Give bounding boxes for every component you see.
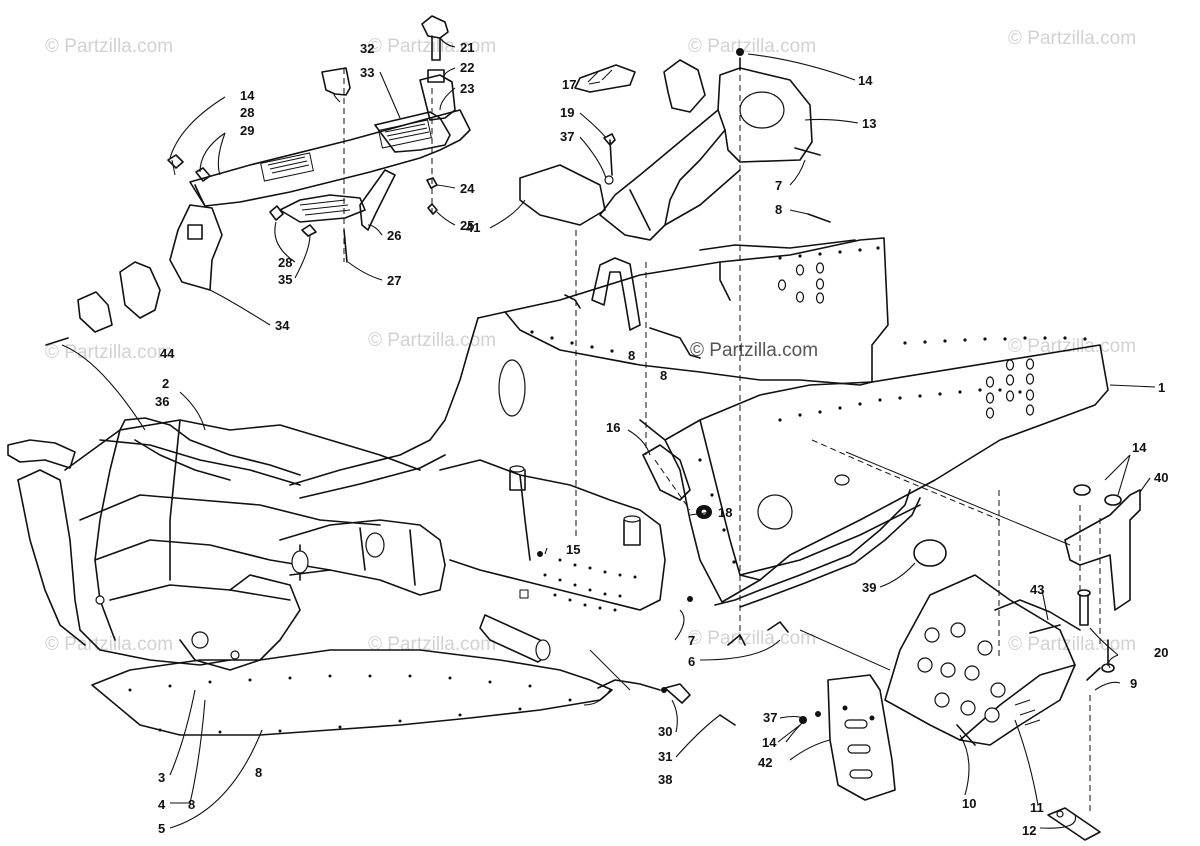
tunnel-hole [757,494,793,530]
tunnel-hole [834,474,850,486]
callout-33: 33 [360,65,374,80]
chassis-tunnel [429,237,1109,608]
callout-18: 18 [718,505,732,520]
leader-lines [61,37,1156,829]
callout-36: 36 [155,394,169,409]
watermark: © Partzilla.com [1008,28,1136,49]
callout-23: 23 [460,81,474,96]
callout-27: 27 [387,273,401,288]
watermark: © Partzilla.com [1008,634,1136,655]
watermark: © Partzilla.com [688,36,816,57]
rear-bumper-parts [597,444,1141,841]
callout-21: 21 [460,40,474,55]
watermarks: © Partzilla.com © Partzilla.com © Partzi… [45,28,1136,655]
callout-20: 20 [1154,645,1168,660]
callout-22: 22 [460,60,474,75]
callout-7: 7 [688,633,695,648]
callout-9: 9 [1130,676,1137,691]
callout-30: 30 [658,724,672,739]
callout-5: 5 [158,821,165,836]
callout-14: 14 [762,735,777,750]
callout-26: 26 [387,228,401,243]
louver-holes [777,262,1035,419]
callout-8: 8 [660,368,667,383]
watermark: © Partzilla.com [45,342,173,363]
callout-14: 14 [858,73,873,88]
callout-31: 31 [658,749,672,764]
callout-25: 25 [460,218,474,233]
callout-34: 34 [275,318,290,333]
callout-28: 28 [240,105,254,120]
callout-35: 35 [278,272,292,287]
callout-labels: 1 2 36 3 4 8 5 8 6 7 7 8 8 8 9 10 11 12 … [155,40,1168,838]
callout-37: 37 [763,710,777,725]
grab-handle-holes [917,622,1006,723]
callout-3: 3 [158,770,165,785]
callout-4: 4 [158,797,166,812]
callout-8: 8 [188,797,195,812]
callout-44: 44 [160,346,175,361]
watermark: © Partzilla.com [368,330,496,351]
watermark: © Partzilla.com [688,628,816,649]
callout-41: 41 [466,220,480,235]
callout-12: 12 [1022,823,1036,838]
callout-15: 15 [566,542,580,557]
callout-43: 43 [1030,582,1044,597]
callout-8: 8 [628,348,635,363]
callout-2: 2 [162,376,169,391]
watermark-center: © Partzilla.com [690,340,818,361]
callout-7: 7 [775,178,782,193]
callout-38: 38 [658,772,672,787]
callout-37: 37 [560,129,574,144]
callout-14: 14 [240,88,255,103]
watermark: © Partzilla.com [1008,336,1136,357]
callout-42: 42 [758,755,772,770]
assembly-lines [171,68,1101,815]
callout-24: 24 [460,181,475,196]
callout-39: 39 [862,580,876,595]
rivets [530,246,1087,564]
callout-14: 14 [1132,440,1147,455]
callout-32: 32 [360,41,374,56]
watermark: © Partzilla.com [45,36,173,57]
steering-support [519,48,831,241]
callout-11: 11 [1030,800,1044,815]
callout-10: 10 [962,796,976,811]
console-assembly [45,15,471,346]
front-frame [7,417,693,736]
callout-6: 6 [688,654,695,669]
tunnel-window [498,359,526,417]
callout-13: 13 [862,116,876,131]
callout-1: 1 [1158,380,1165,395]
callout-8: 8 [255,765,262,780]
callout-8: 8 [775,202,782,217]
callout-29: 29 [240,123,254,138]
callout-19: 19 [560,105,574,120]
callout-40: 40 [1154,470,1168,485]
callout-17: 17 [562,77,576,92]
callout-16: 16 [606,420,620,435]
callout-28: 28 [278,255,292,270]
